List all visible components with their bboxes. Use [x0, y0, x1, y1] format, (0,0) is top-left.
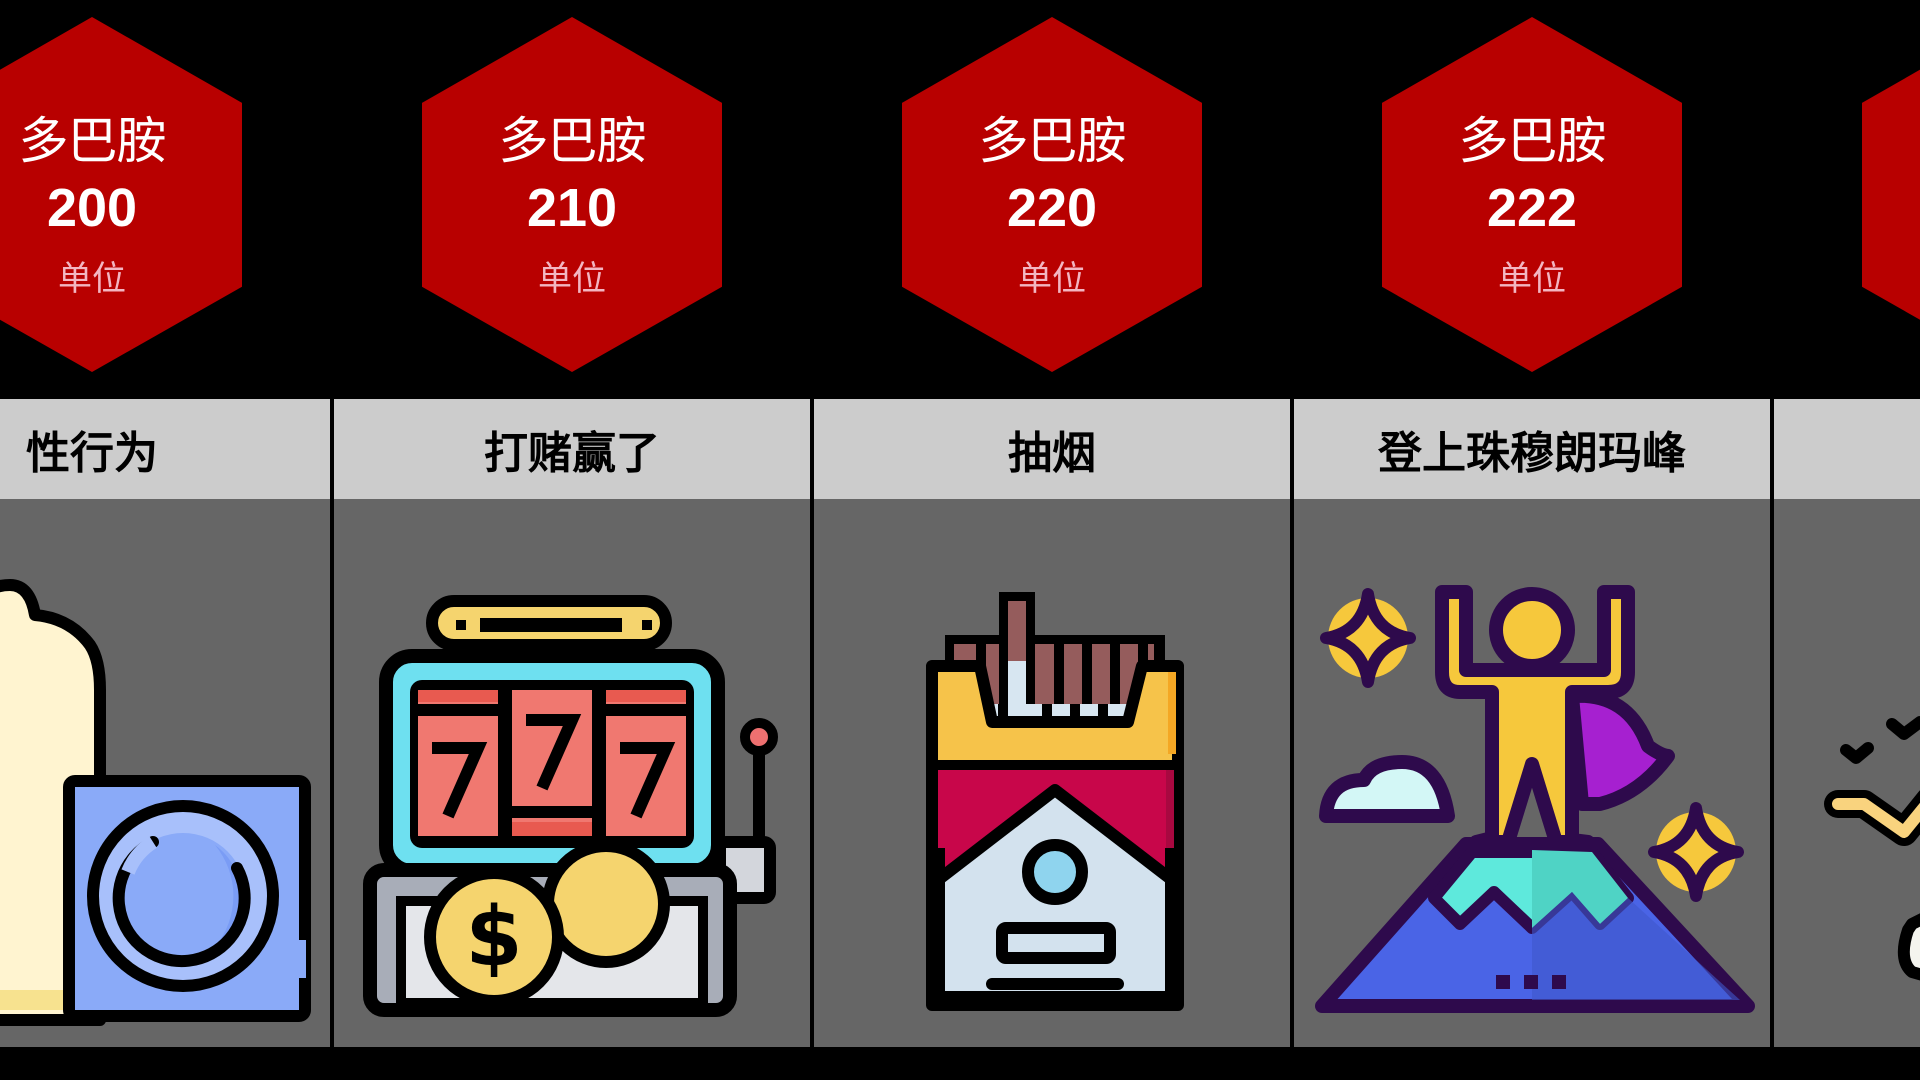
hex-unit: 单位: [58, 259, 126, 299]
column-label: 性行为: [26, 428, 158, 479]
hex-title: 多巴胺: [498, 112, 647, 170]
hex-value: 200: [46, 178, 138, 238]
column-label: 打赌赢了: [484, 428, 660, 479]
column-label: 登上珠穆朗玛峰: [1378, 428, 1686, 479]
column-label: 抽烟: [1008, 428, 1096, 479]
hex-title: 多巴胺: [18, 112, 167, 170]
label-band: [0, 399, 1920, 499]
hex-unit: 单位: [1498, 259, 1566, 299]
partial-bird-icon: [1780, 680, 1920, 1000]
column-label: [1772, 399, 1920, 499]
hex-title: 多巴胺: [978, 112, 1127, 170]
dopamine-hex-badge-partial: [1862, 17, 1920, 372]
slot-machine-icon: $: [360, 580, 790, 1020]
dopamine-hex-badge: 多巴胺 200 单位: [0, 17, 242, 372]
condom-icon: [0, 579, 320, 1030]
column-divider: [1770, 399, 1774, 1047]
hex-unit: 单位: [1018, 259, 1086, 299]
cigarette-pack-icon: [910, 580, 1200, 1020]
svg-text:$: $: [465, 890, 522, 985]
column-divider: [1290, 399, 1294, 1047]
hex-value: 222: [1486, 178, 1578, 238]
hex-title: 多巴胺: [1458, 112, 1607, 170]
dopamine-hex-badge: 多巴胺 210 单位: [422, 17, 722, 372]
mountain-summit-icon: [1310, 580, 1760, 1020]
hex-value: 220: [1006, 178, 1098, 238]
dopamine-hex-badge: 多巴胺 222 单位: [1382, 17, 1682, 372]
hex-unit: 单位: [538, 259, 606, 299]
column-divider: [330, 399, 334, 1047]
hex-value: 210: [526, 178, 618, 238]
column-divider: [810, 399, 814, 1047]
dopamine-hex-badge: 多巴胺 220 单位: [902, 17, 1202, 372]
